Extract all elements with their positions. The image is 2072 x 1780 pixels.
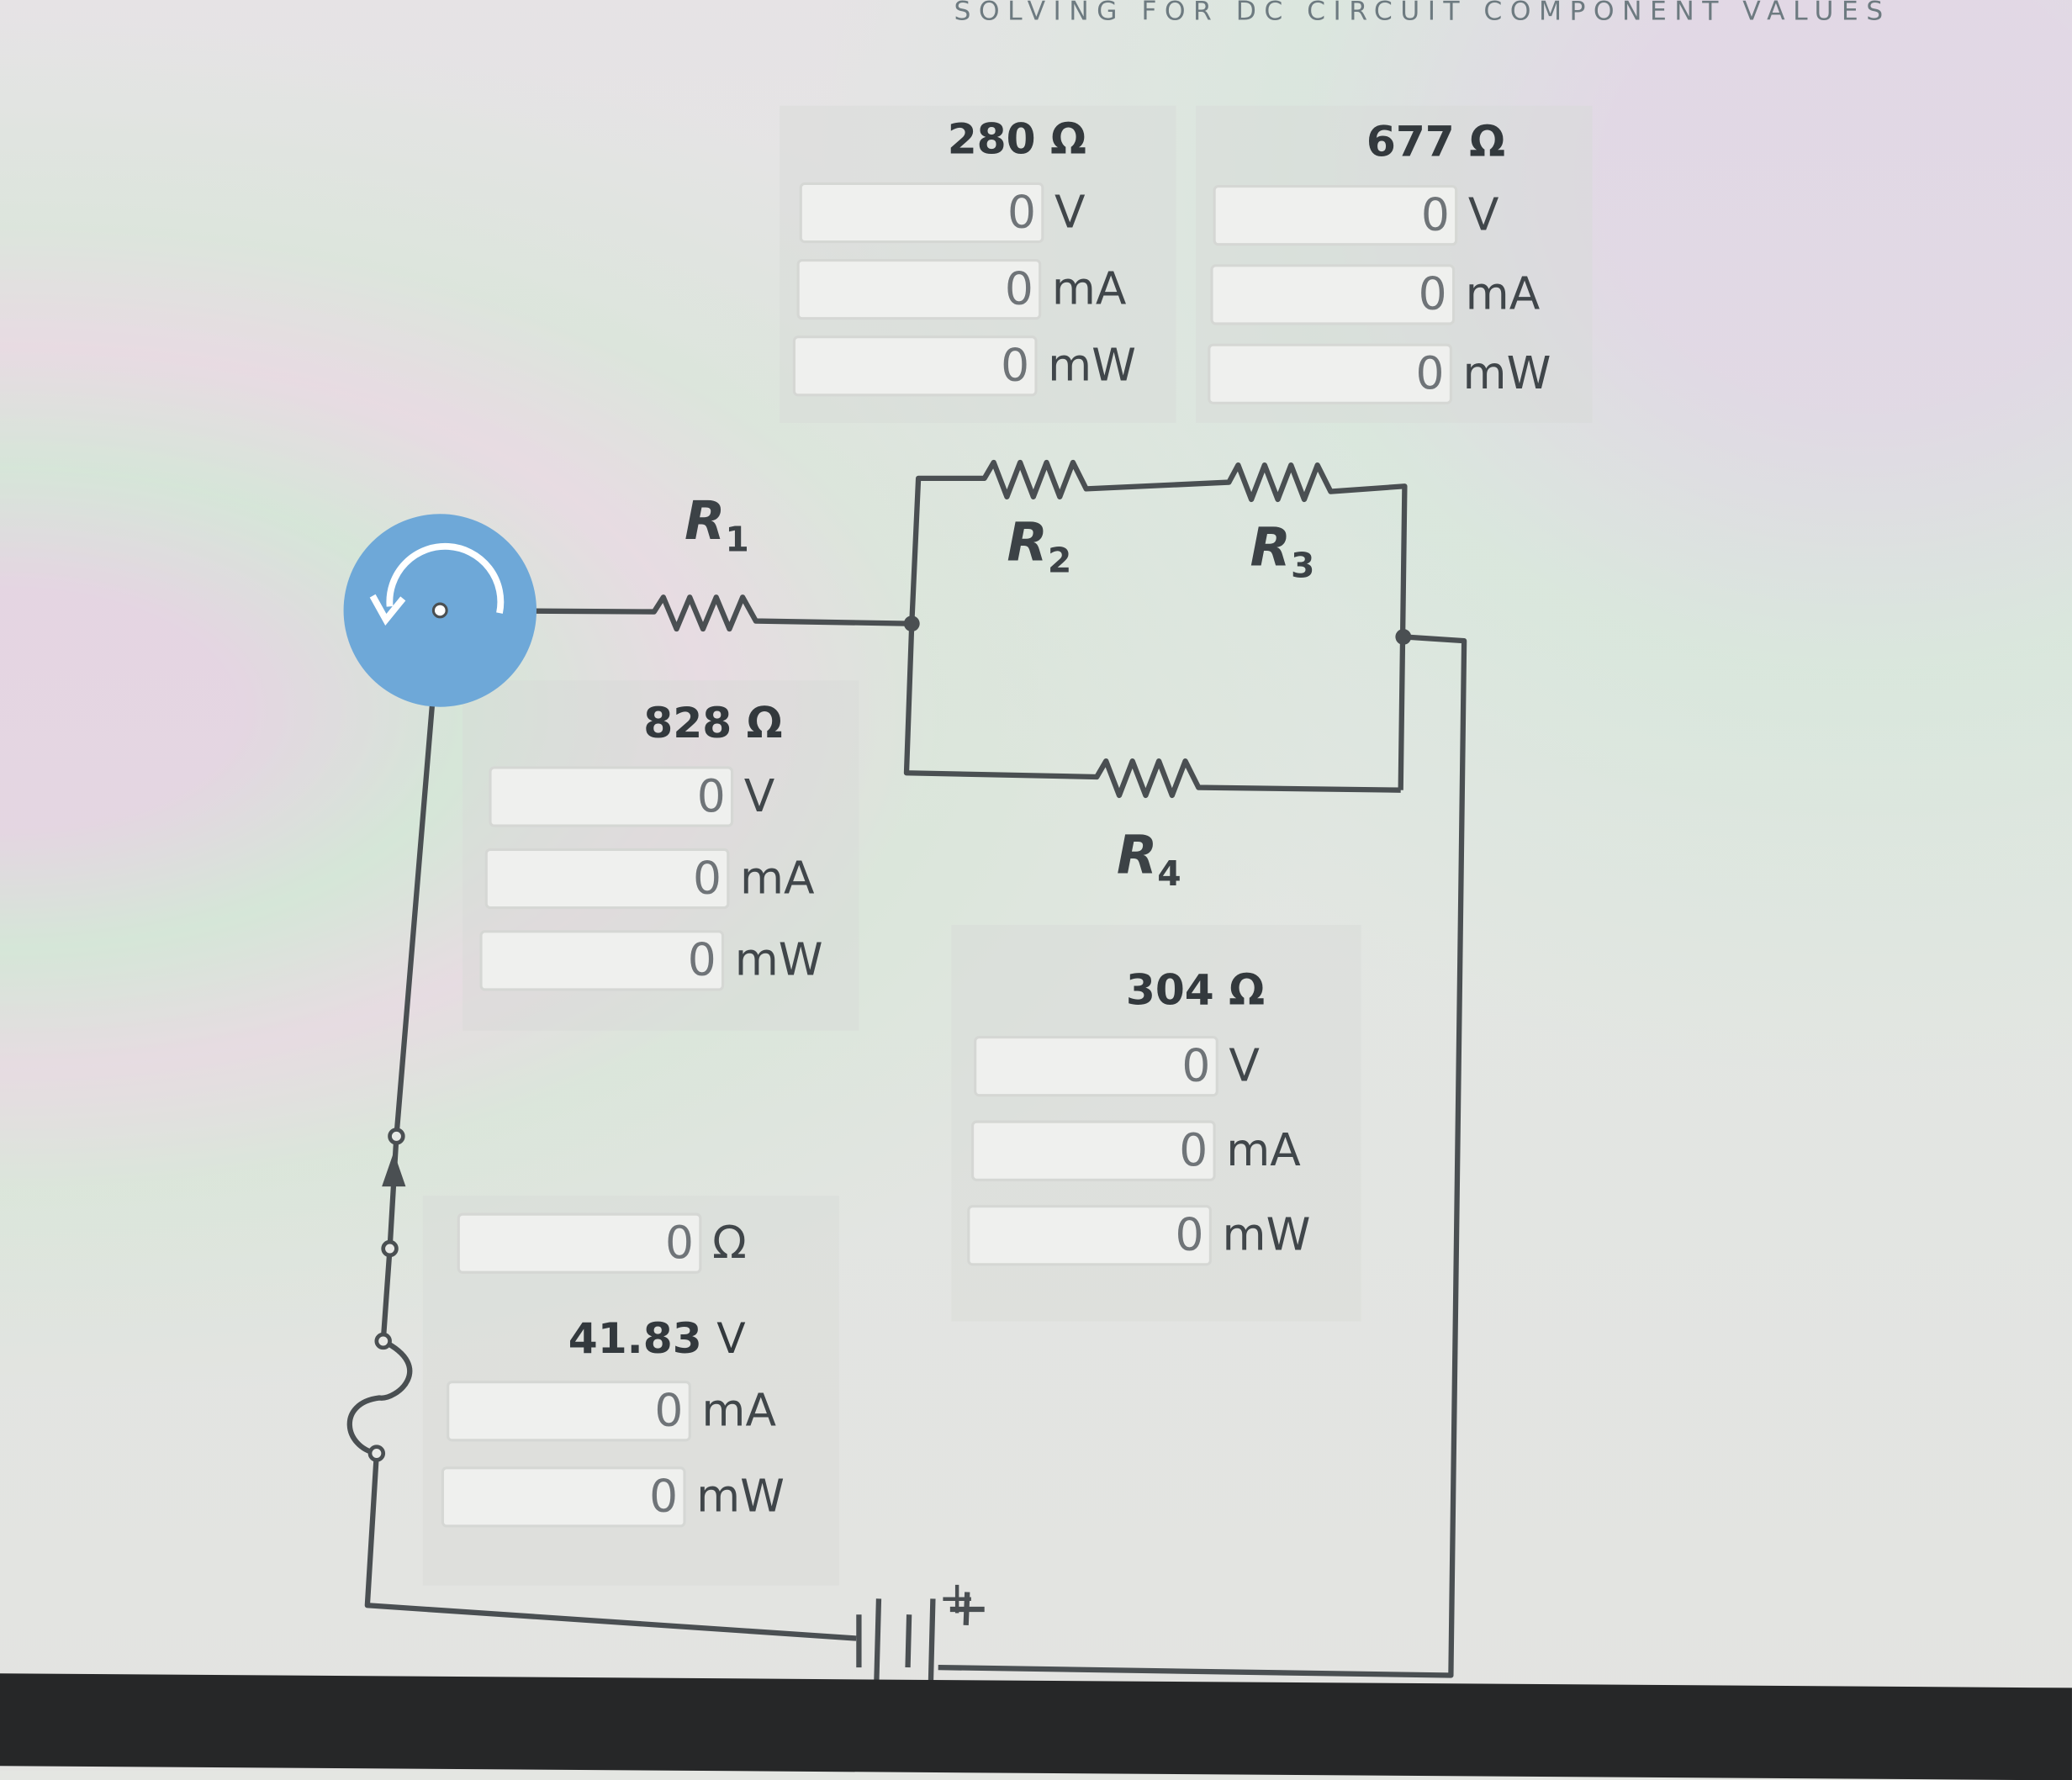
r3-voltage-row: V bbox=[1213, 184, 1499, 246]
r3-current-input[interactable] bbox=[1210, 264, 1456, 325]
r1-voltage-input[interactable] bbox=[489, 766, 734, 827]
r2-current-input[interactable] bbox=[796, 258, 1042, 320]
r4-power-input[interactable] bbox=[967, 1205, 1212, 1266]
unit: V bbox=[743, 770, 775, 823]
r2-power-row: mW bbox=[792, 335, 1137, 397]
r1-current-input[interactable] bbox=[484, 848, 730, 910]
r2-voltage-input[interactable] bbox=[799, 182, 1044, 244]
current-arrow-icon bbox=[382, 1152, 406, 1187]
r1-power-input[interactable] bbox=[479, 930, 725, 991]
r1-resistance: 828 Ω bbox=[643, 697, 783, 748]
unit: mA bbox=[1226, 1124, 1301, 1178]
r3-power-row: mW bbox=[1208, 343, 1551, 404]
unit: mA bbox=[1051, 262, 1127, 316]
wire-left-up bbox=[380, 610, 443, 1342]
source-voltage: 41.83 V bbox=[568, 1313, 746, 1364]
source-power-row: mW bbox=[441, 1466, 785, 1528]
r1-label: R1 bbox=[684, 491, 749, 561]
battery-plus-label: + bbox=[938, 1571, 976, 1625]
wire-left bbox=[364, 1453, 857, 1641]
unit: mW bbox=[1222, 1208, 1311, 1262]
r4-current-row: mA bbox=[970, 1120, 1301, 1181]
wire-return bbox=[938, 634, 1467, 1678]
r2-voltage-row: V bbox=[799, 182, 1086, 244]
rotate-ccw-icon bbox=[369, 542, 505, 626]
unit: mW bbox=[696, 1470, 785, 1524]
r4-voltage-row: V bbox=[974, 1035, 1260, 1097]
unit: mW bbox=[1462, 347, 1551, 401]
source-current-input[interactable] bbox=[447, 1381, 691, 1442]
fuse-icon bbox=[346, 1339, 413, 1456]
r4-voltage-input[interactable] bbox=[974, 1035, 1218, 1097]
unit: mA bbox=[739, 852, 815, 906]
r4-resistance: 304 Ω bbox=[1125, 964, 1266, 1015]
page-title: SOLVING FOR DC CIRCUIT COMPONENT VALUES bbox=[954, 0, 1891, 27]
source-resistance-input[interactable] bbox=[457, 1212, 702, 1274]
source-current-row: mA bbox=[447, 1381, 777, 1442]
source-power-input[interactable] bbox=[441, 1466, 686, 1528]
unit: mA bbox=[1465, 267, 1541, 321]
screen-bezel bbox=[0, 1673, 2072, 1780]
r1-current-row: mA bbox=[484, 848, 815, 910]
wire-top-branch bbox=[909, 459, 1408, 790]
r2-label: R2 bbox=[1007, 512, 1072, 582]
r3-label: R3 bbox=[1250, 517, 1315, 587]
r3-voltage-input[interactable] bbox=[1213, 184, 1458, 246]
rotate-knob[interactable] bbox=[343, 514, 536, 707]
unit: V bbox=[1054, 186, 1086, 240]
unit: V bbox=[1467, 188, 1499, 242]
unit: mW bbox=[734, 933, 823, 987]
r1-power-row: mW bbox=[479, 930, 823, 991]
source-resistance-row: Ω bbox=[457, 1212, 747, 1274]
r4-power-row: mW bbox=[967, 1205, 1311, 1266]
unit: Ω bbox=[711, 1217, 747, 1270]
wire-r1 bbox=[440, 594, 912, 632]
r4-label: R4 bbox=[1116, 826, 1181, 895]
unit: mW bbox=[1048, 339, 1137, 393]
wire-bottom-branch bbox=[903, 623, 1401, 799]
r2-power-input[interactable] bbox=[792, 335, 1038, 397]
r3-power-input[interactable] bbox=[1208, 343, 1452, 404]
r2-current-row: mA bbox=[796, 258, 1127, 320]
r3-current-row: mA bbox=[1210, 264, 1540, 325]
r2-resistance: 280 Ω bbox=[947, 114, 1086, 164]
r3-resistance: 677 Ω bbox=[1366, 116, 1506, 166]
unit: V bbox=[1229, 1039, 1260, 1093]
r4-current-input[interactable] bbox=[970, 1120, 1216, 1181]
unit: mA bbox=[701, 1384, 777, 1438]
r1-voltage-row: V bbox=[489, 766, 774, 827]
